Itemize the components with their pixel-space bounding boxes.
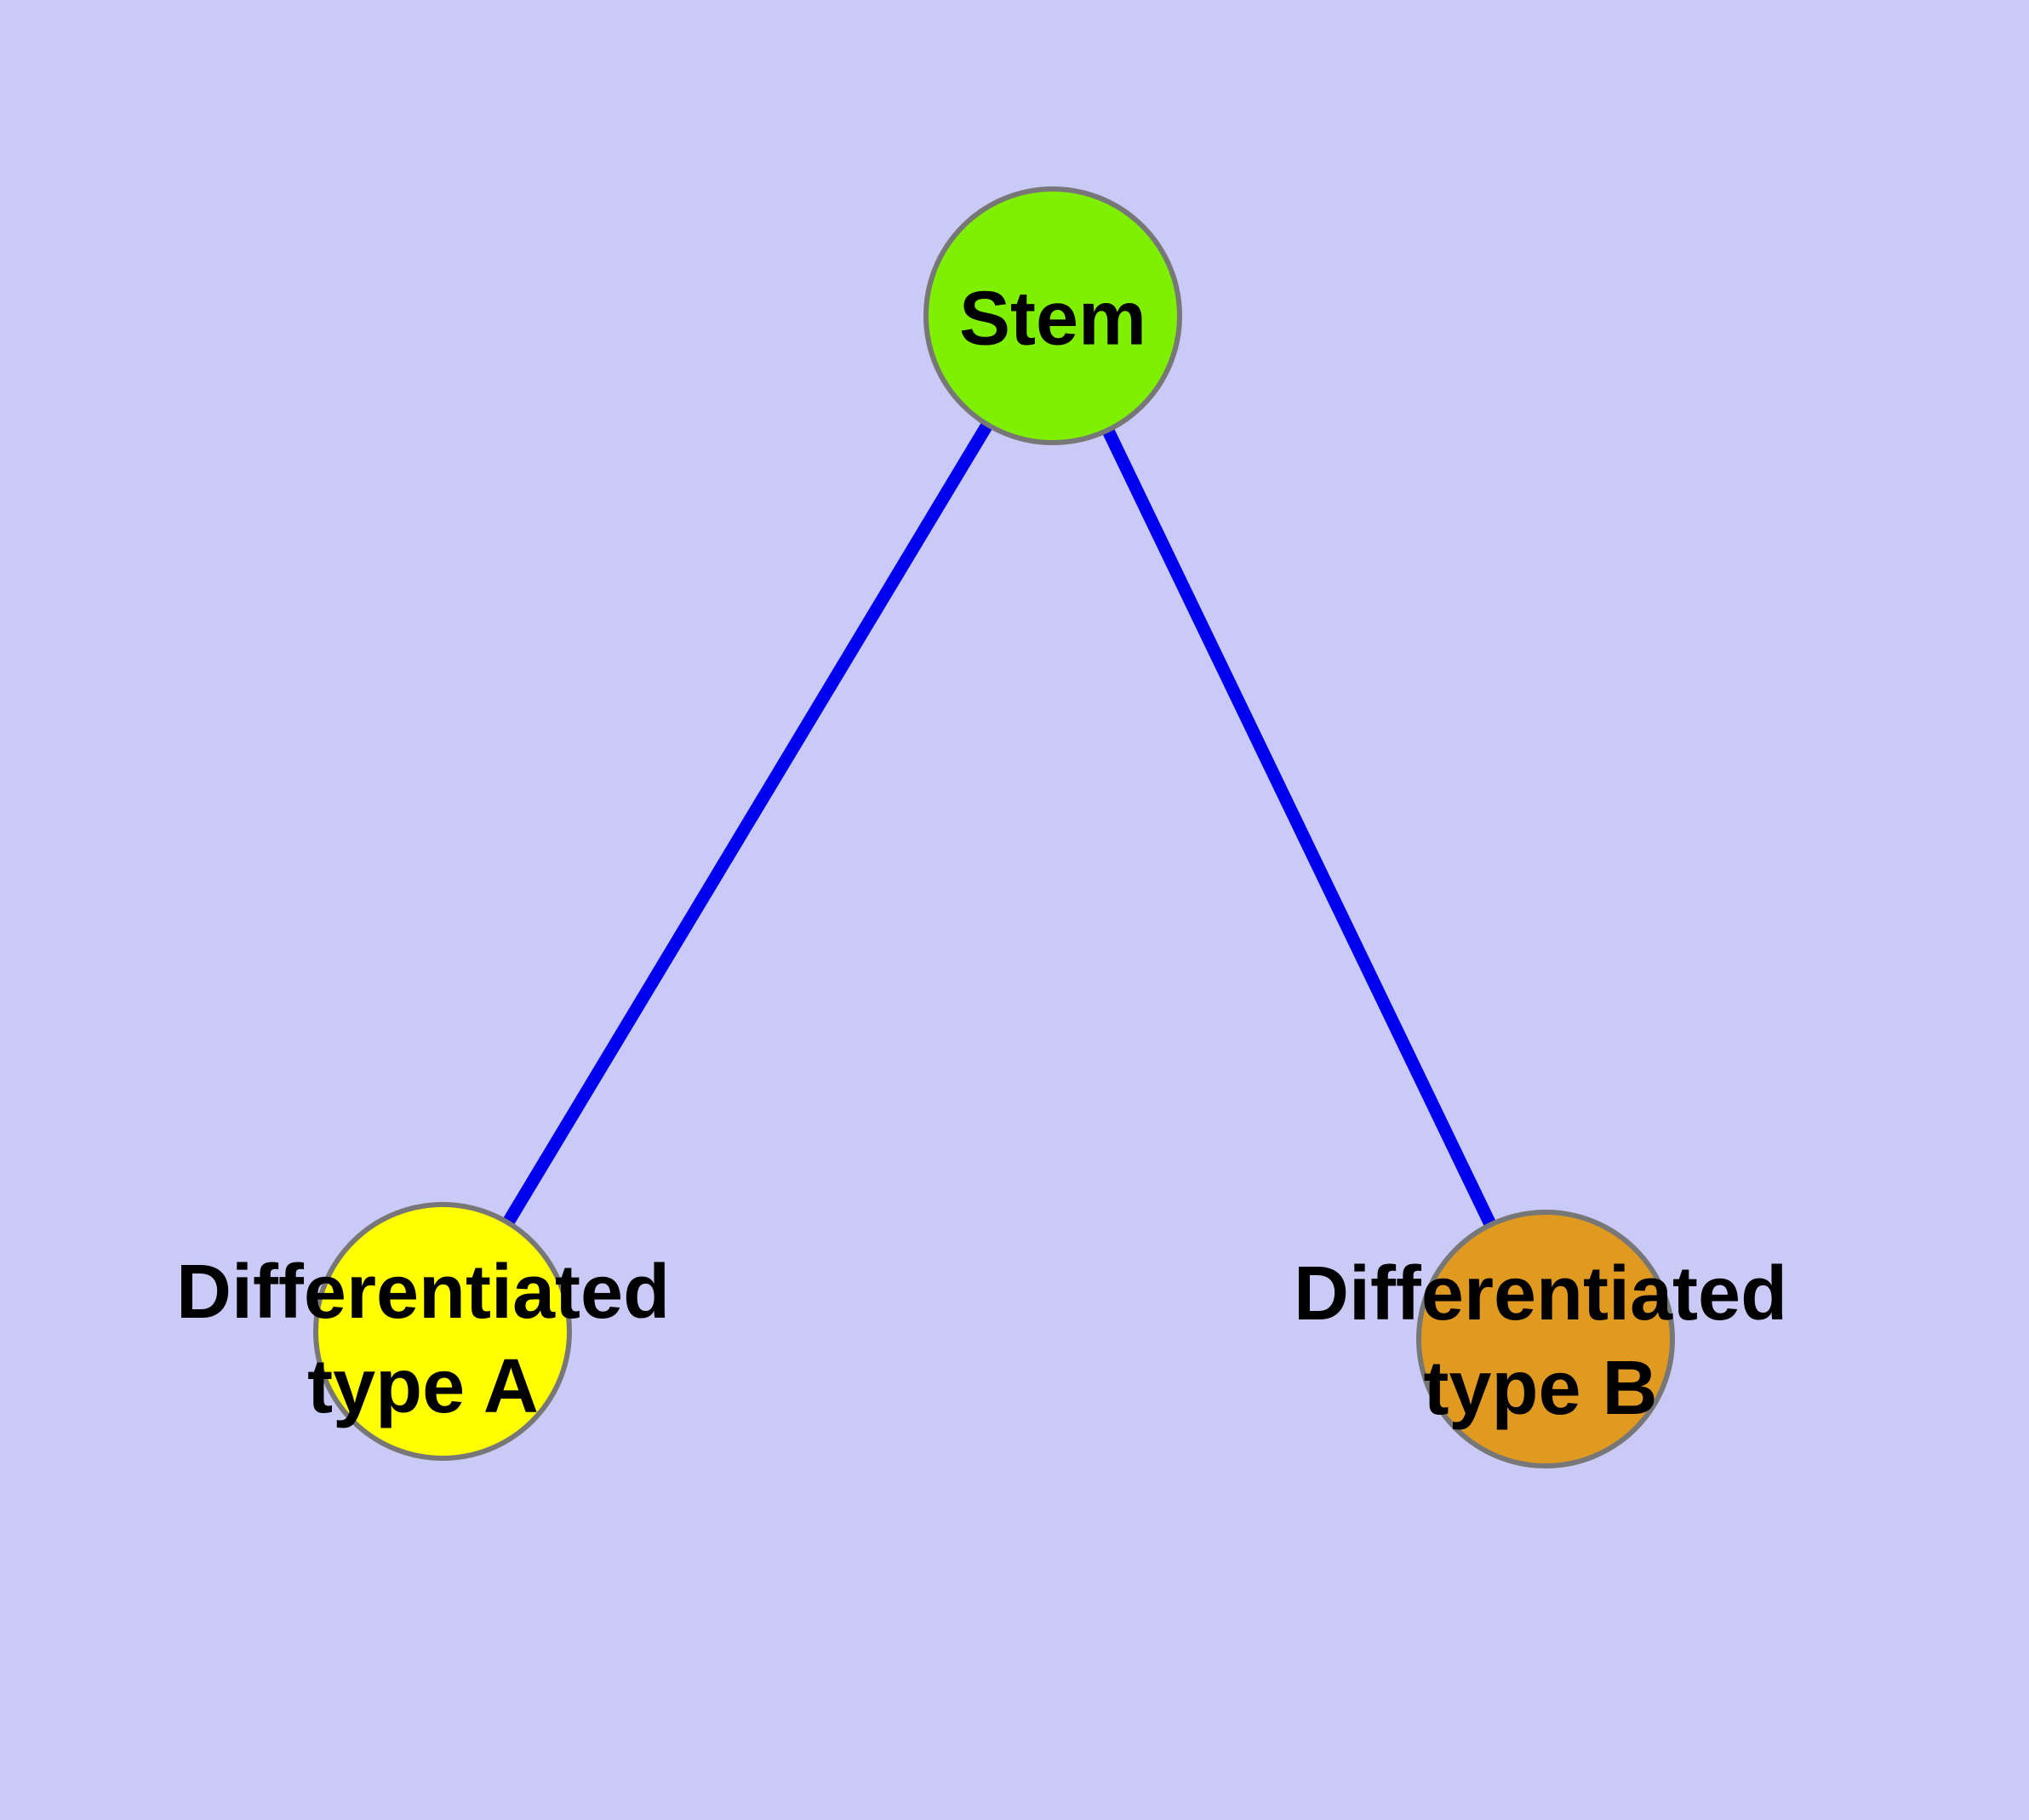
node-differentiated-type-b-label: Differentiated type B xyxy=(1294,1247,1787,1436)
node-differentiated-type-b-label-line1: Differentiated xyxy=(1293,1251,1788,1336)
node-differentiated-type-a-circle xyxy=(313,1202,572,1461)
node-differentiated-type-a-label: Differentiated type A xyxy=(176,1245,670,1434)
node-differentiated-type-b-circle xyxy=(1416,1210,1675,1468)
node-differentiated-type-b-label-line2: type B xyxy=(1423,1346,1658,1431)
edge-stem-to-differentiated-type-b xyxy=(1047,312,1552,1342)
edge-stem-to-differentiated-type-a xyxy=(437,312,1059,1335)
node-stem-circle xyxy=(923,186,1182,445)
node-differentiated-type-a-label-line1: Differentiated xyxy=(175,1250,671,1335)
node-stem-label-line: Stem xyxy=(958,276,1147,362)
node-differentiated-type-a-label-line2: type A xyxy=(307,1344,539,1429)
node-stem-label: Stem xyxy=(959,272,1146,367)
